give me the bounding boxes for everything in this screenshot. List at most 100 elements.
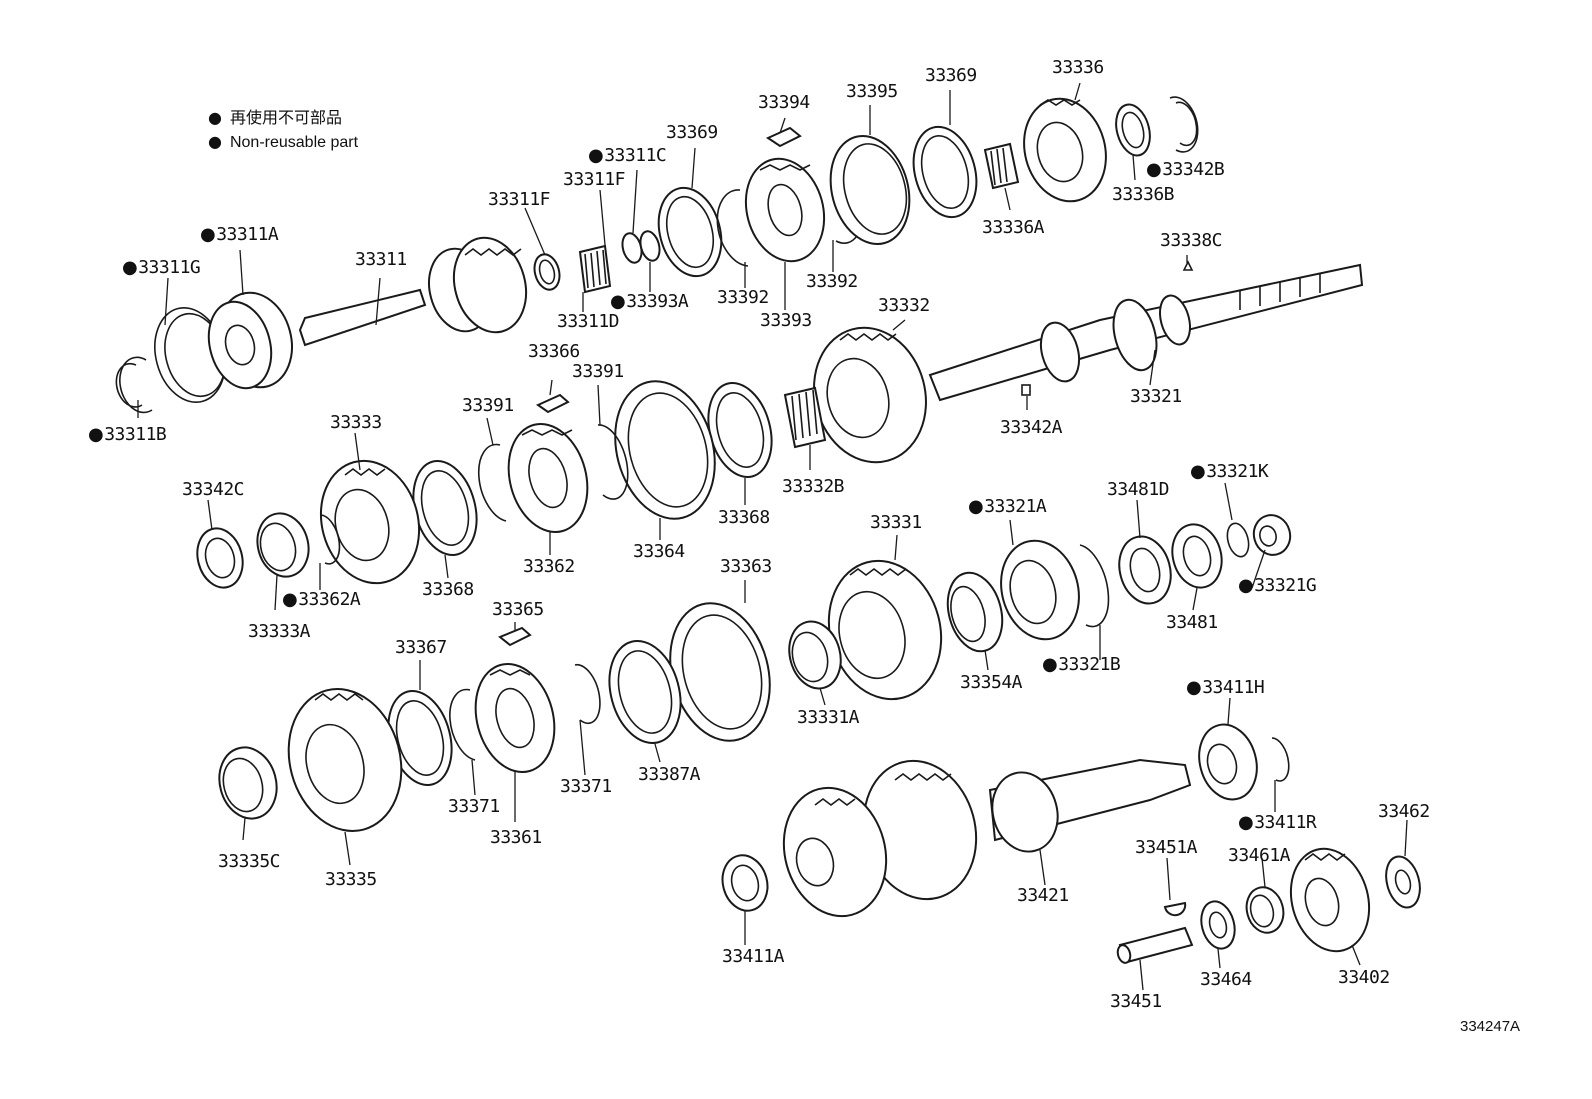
key-spring-33371-a bbox=[449, 688, 476, 761]
part-label-33331: 33331 bbox=[870, 512, 922, 533]
sleeve-33364 bbox=[614, 380, 716, 520]
part-label-33387A: 33387A bbox=[638, 764, 701, 785]
snap-ring-33311B bbox=[115, 356, 153, 414]
synchro-ring-33387A bbox=[608, 640, 682, 744]
part-label-33332B: 33332B bbox=[782, 476, 845, 497]
legend-bullet-icon: ● bbox=[208, 108, 222, 127]
part-label-33366: 33366 bbox=[528, 341, 580, 362]
thrust-washer-33462 bbox=[1385, 855, 1421, 909]
part-label-33362: 33362 bbox=[523, 556, 575, 577]
snap-ring-33411R bbox=[1271, 737, 1290, 782]
part-label-33368-b: 33368 bbox=[718, 507, 770, 528]
part-label-33333: 33333 bbox=[330, 412, 382, 433]
legend-english-text: Non-reusable part bbox=[229, 134, 359, 151]
part-label-33369-b: 33369 bbox=[925, 65, 977, 86]
part-label-33371-a: 33371 bbox=[448, 796, 500, 817]
bearing-33411H bbox=[1198, 723, 1258, 801]
bearing-33411A bbox=[721, 854, 769, 912]
gear-33333 bbox=[319, 459, 421, 585]
part-label-33368-a: 33368 bbox=[422, 579, 474, 600]
part-label-33311A: 33311A bbox=[200, 225, 279, 245]
part-label-33361: 33361 bbox=[490, 827, 542, 848]
sleeve-33395 bbox=[829, 134, 911, 246]
shifting-key-33394 bbox=[765, 126, 802, 148]
legend-english: ●Non-reusable part bbox=[208, 132, 358, 153]
part-label-33421: 33421 bbox=[1017, 885, 1069, 906]
part-label-33363: 33363 bbox=[720, 556, 772, 577]
key-33451A bbox=[1163, 901, 1187, 917]
part-label-33311D: 33311D bbox=[557, 311, 620, 332]
part-label-33369-a: 33369 bbox=[666, 122, 718, 143]
output-shaft-33321 bbox=[928, 263, 1364, 402]
part-label-33335: 33335 bbox=[325, 869, 377, 890]
part-label-33335C: 33335C bbox=[218, 851, 281, 872]
part-label-33342C: 33342C bbox=[182, 479, 245, 500]
needle-bearing-33331A bbox=[788, 620, 842, 690]
part-label-33394: 33394 bbox=[758, 92, 810, 113]
part-label-33362A: 33362A bbox=[282, 590, 361, 610]
gear-33332 bbox=[813, 326, 927, 464]
synchro-ring-33369-a bbox=[657, 186, 723, 278]
part-label-33311F-b: 33311F bbox=[563, 169, 626, 190]
washer-33342C bbox=[196, 527, 244, 589]
part-label-33411A: 33411A bbox=[722, 946, 785, 967]
part-label-33402: 33402 bbox=[1338, 967, 1390, 988]
ball-33342A bbox=[1021, 384, 1031, 396]
part-label-33461A: 33461A bbox=[1228, 845, 1291, 866]
part-label-33336: 33336 bbox=[1052, 57, 1104, 78]
part-label-33311: 33311 bbox=[355, 249, 407, 270]
part-label-33321: 33321 bbox=[1130, 386, 1182, 407]
synchro-ring-33369-b bbox=[912, 125, 978, 219]
part-label-33395: 33395 bbox=[846, 81, 898, 102]
needle-bearing-33311D bbox=[578, 244, 612, 294]
shifting-key-33365 bbox=[498, 626, 532, 647]
part-label-33451: 33451 bbox=[1110, 991, 1162, 1012]
part-label-33367: 33367 bbox=[395, 637, 447, 658]
part-label-33332: 33332 bbox=[878, 295, 930, 316]
legend-japanese: ●再使用不可部品 bbox=[208, 108, 342, 129]
input-shaft-33311 bbox=[298, 236, 528, 347]
part-label-33481D: 33481D bbox=[1107, 479, 1170, 500]
thrust-washer-33464 bbox=[1200, 900, 1236, 950]
washer-33336B bbox=[1115, 103, 1151, 157]
nut-33321G bbox=[1252, 514, 1292, 556]
ring-33311F bbox=[533, 253, 561, 291]
spacer-33354A bbox=[946, 571, 1004, 653]
part-label-33331A: 33331A bbox=[797, 707, 860, 728]
part-label-33338C: 33338C bbox=[1160, 230, 1223, 251]
snap-ring-33342B bbox=[1169, 96, 1199, 153]
reverse-idler-shaft-33451 bbox=[1116, 926, 1194, 964]
needle-bearing-33332B bbox=[783, 386, 827, 449]
needle-bearing-33335C bbox=[218, 746, 278, 820]
part-label-33365: 33365 bbox=[492, 599, 544, 620]
part-label-33321A: 33321A bbox=[968, 497, 1047, 517]
part-label-33451A: 33451A bbox=[1135, 837, 1198, 858]
hub-sleeve-33393 bbox=[744, 157, 826, 263]
reverse-idler-gear-33402 bbox=[1289, 847, 1371, 953]
part-label-33336A: 33336A bbox=[982, 217, 1045, 238]
part-label-33321K: 33321K bbox=[1190, 462, 1269, 482]
part-label-33392-a: 33392 bbox=[717, 287, 769, 308]
part-label-33411H: 33411H bbox=[1186, 678, 1265, 698]
gear-33331 bbox=[827, 559, 943, 701]
needle-bearing-33461A bbox=[1245, 886, 1285, 934]
part-label-33336B: 33336B bbox=[1112, 184, 1175, 205]
part-label-33333A: 33333A bbox=[248, 621, 311, 642]
snap-ring-33311C bbox=[621, 230, 661, 264]
part-label-33481: 33481 bbox=[1166, 612, 1218, 633]
part-label-33364: 33364 bbox=[633, 541, 685, 562]
o-ring-33321K bbox=[1226, 522, 1250, 558]
gear-33336 bbox=[1023, 97, 1107, 203]
gear-33335 bbox=[287, 688, 403, 832]
part-label-33391-a: 33391 bbox=[462, 395, 514, 416]
hub-33361 bbox=[474, 662, 556, 774]
part-label-33321G: 33321G bbox=[1238, 576, 1317, 596]
washer-33362A bbox=[319, 514, 341, 565]
part-label-33311B: 33311B bbox=[88, 425, 167, 445]
part-label-33392-b: 33392 bbox=[806, 271, 858, 292]
bearing-33321A bbox=[1000, 539, 1080, 641]
part-label-33311G: 33311G bbox=[122, 258, 201, 278]
bearing-33311A bbox=[207, 291, 293, 390]
hub-33362 bbox=[507, 422, 589, 534]
